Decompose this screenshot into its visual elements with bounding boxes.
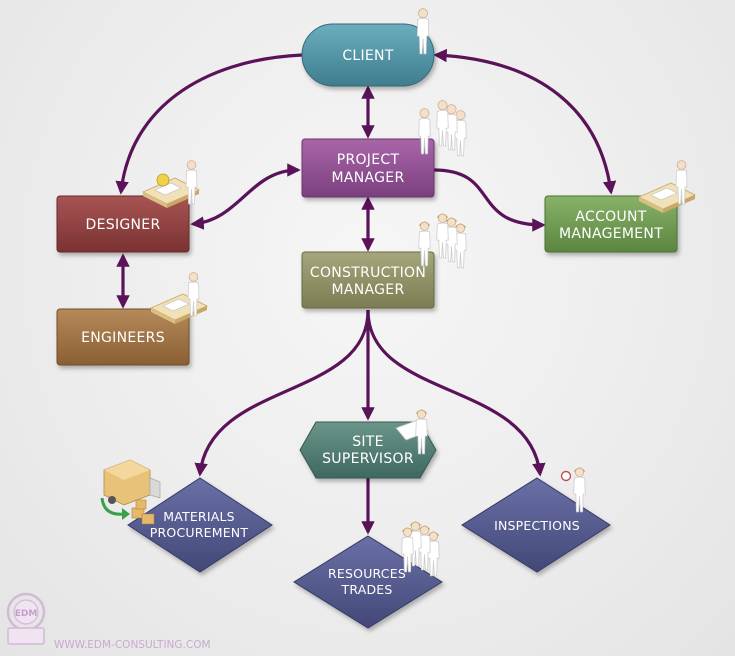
node-inspections-label: INSPECTIONS [494, 518, 580, 533]
account-desk-icon [638, 160, 696, 214]
node-materials-procurement[interactable]: MATERIALS PROCUREMENT [127, 477, 273, 573]
designer-desk-icon [142, 160, 200, 209]
arrow-pm-designer [190, 163, 301, 230]
node-site-supervisor-label-2: SUPERVISOR [322, 451, 414, 467]
arrow-client-designer [115, 53, 303, 195]
delivery-truck-icon [100, 459, 161, 525]
node-resources-trades-label-1: RESOURCES [328, 566, 406, 581]
website-url[interactable]: WWW.EDM-CONSULTING.COM [54, 639, 211, 651]
edm-logo: EDM [6, 592, 46, 645]
node-client-label: CLIENT [342, 48, 394, 64]
node-project-manager-label-2: MANAGER [332, 170, 405, 186]
logo-letters: EDM [15, 609, 38, 619]
node-client[interactable]: CLIENT [301, 23, 435, 87]
arrows [115, 48, 617, 535]
node-construction-manager-label-1: CONSTRUCTION [310, 265, 426, 281]
node-construction-manager-label-2: MANAGER [332, 282, 405, 298]
node-project-manager[interactable]: PROJECT MANAGER [301, 138, 435, 198]
node-account-management[interactable]: ACCOUNT MANAGEMENT [544, 195, 678, 253]
node-materials-procurement-label-2: PROCUREMENT [150, 525, 249, 540]
node-construction-manager[interactable]: CONSTRUCTION MANAGER [301, 251, 435, 309]
node-materials-procurement-label-1: MATERIALS [163, 509, 235, 524]
node-engineers[interactable]: ENGINEERS [56, 308, 190, 366]
node-designer-label: DESIGNER [86, 217, 161, 233]
node-engineers-label: ENGINEERS [81, 330, 165, 346]
inspector-icon [560, 467, 586, 513]
node-site-supervisor-label-1: SITE [352, 434, 384, 450]
node-project-manager-label-1: PROJECT [337, 152, 400, 168]
construction-workers-icon [418, 213, 467, 269]
node-account-management-label-2: MANAGEMENT [559, 226, 663, 242]
node-site-supervisor[interactable]: SITE SUPERVISOR [299, 421, 437, 479]
node-designer[interactable]: DESIGNER [56, 195, 190, 253]
arrow-client-account [433, 48, 617, 195]
node-resources-trades-label-2: TRADES [340, 582, 392, 597]
arrow-pm-account [433, 168, 546, 232]
arrow-cm-materials [194, 309, 370, 477]
managers-group-icon [418, 100, 467, 157]
node-account-management-label-1: ACCOUNT [575, 209, 646, 225]
supervisor-clipboard-icon [395, 409, 429, 455]
node-inspections[interactable]: INSPECTIONS [461, 477, 611, 573]
arrow-cm-inspections [366, 309, 546, 477]
